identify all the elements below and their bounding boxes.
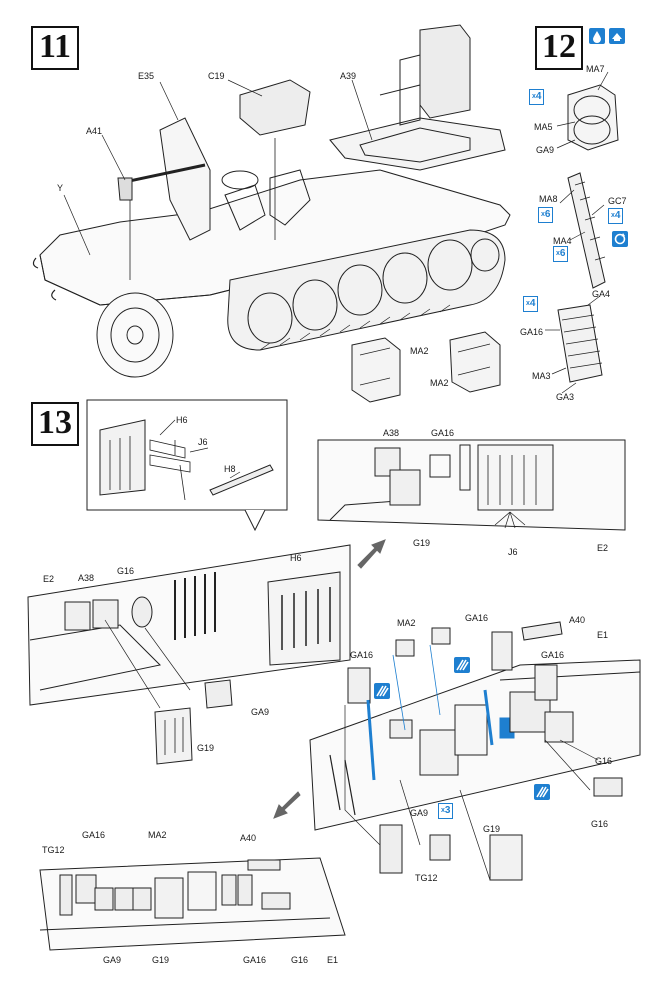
label-ma5: MA5 xyxy=(534,122,553,132)
label-j6-upper: J6 xyxy=(508,547,518,557)
label-h6-lower: H6 xyxy=(290,553,302,563)
quantity-badge-ma8: x6 xyxy=(538,207,554,223)
label-ma2-b: MA2 xyxy=(430,378,449,388)
label-h8: H8 xyxy=(224,464,236,474)
label-g16-right-b: G16 xyxy=(591,819,609,829)
rotate-icon xyxy=(612,231,628,247)
label-ga9-step12: GA9 xyxy=(536,145,555,155)
label-g16-lower: G16 xyxy=(117,566,135,576)
label-ma2-right: MA2 xyxy=(397,618,416,628)
label-e2-lower: E2 xyxy=(43,574,55,584)
quantity-badge-ma4: x6 xyxy=(553,246,569,262)
label-a40-bottom: A40 xyxy=(240,833,257,843)
label-a39: A39 xyxy=(340,71,357,81)
label-ma4: MA4 xyxy=(553,236,572,246)
label-ga16-right-a: GA16 xyxy=(465,613,489,623)
label-ga16-right-c: GA16 xyxy=(541,650,565,660)
cement-drop-icon xyxy=(589,28,605,44)
label-g19-bottom: G19 xyxy=(152,955,170,965)
label-ga16-right-b: GA16 xyxy=(350,650,374,660)
direction-arrow-downleft xyxy=(273,791,301,819)
paint-stripe-icon xyxy=(454,657,470,673)
label-ma8: MA8 xyxy=(539,194,558,204)
step-13-number: 13 xyxy=(31,402,79,446)
step12-parts xyxy=(351,71,619,403)
shell-rack-inset xyxy=(99,419,274,501)
label-ma7: MA7 xyxy=(586,64,605,74)
label-e35: E35 xyxy=(138,71,155,81)
label-e2-upper: E2 xyxy=(597,543,609,553)
paint-stripe-icon xyxy=(534,784,550,800)
label-ga4: GA4 xyxy=(592,289,611,299)
label-ga16-bottom-b: GA16 xyxy=(243,955,267,965)
label-a40-right: A40 xyxy=(569,615,586,625)
direction-arrow-upright xyxy=(357,539,386,569)
paint-stripe-icon xyxy=(374,683,390,699)
label-g16-bottom: G16 xyxy=(291,955,309,965)
quantity-badge-ga9: x3 xyxy=(438,803,454,819)
label-gc7: GC7 xyxy=(608,196,627,206)
label-ga16-upper: GA16 xyxy=(431,428,455,438)
label-j6-inset: J6 xyxy=(198,437,208,447)
halftrack-body xyxy=(32,24,511,378)
label-e1-right: E1 xyxy=(597,630,609,640)
label-ga16-bottom-a: GA16 xyxy=(82,830,106,840)
label-y: Y xyxy=(57,183,64,193)
side-panel-e1 xyxy=(309,621,641,881)
label-ma2-a: MA2 xyxy=(410,346,429,356)
label-tg12-right: TG12 xyxy=(415,873,438,883)
label-a38-lower: A38 xyxy=(78,573,95,583)
side-panel-e2-lower xyxy=(27,544,351,765)
label-ga9-bottom: GA9 xyxy=(103,955,122,965)
quantity-badge-ma7: x4 xyxy=(529,89,545,105)
label-ga16-step12: GA16 xyxy=(520,327,544,337)
quantity-badge-ga4: x4 xyxy=(523,296,539,312)
label-a38-upper: A38 xyxy=(383,428,400,438)
bottom-panel-e1 xyxy=(39,857,346,951)
label-g16-right-a: G16 xyxy=(595,756,613,766)
label-ga3: GA3 xyxy=(556,392,575,402)
label-h6-inset: H6 xyxy=(176,415,188,425)
label-c19: C19 xyxy=(208,71,225,81)
label-ga9-right: GA9 xyxy=(410,808,429,818)
side-panel-e2-upper xyxy=(317,439,626,531)
label-ga9-lower: GA9 xyxy=(251,707,270,717)
paint-icon xyxy=(609,28,625,44)
label-g19-lower: G19 xyxy=(197,743,215,753)
label-g19-right: G19 xyxy=(483,824,501,834)
step-12-number: 12 xyxy=(535,26,583,70)
label-ma3: MA3 xyxy=(532,371,551,381)
label-tg12-bottom: TG12 xyxy=(42,845,65,855)
label-a41: A41 xyxy=(86,126,103,136)
label-ma2-bottom: MA2 xyxy=(148,830,167,840)
label-g19-upper: G19 xyxy=(413,538,431,548)
step-11-number: 11 xyxy=(31,26,79,70)
label-e1-bottom: E1 xyxy=(327,955,339,965)
quantity-badge-gc7: x4 xyxy=(608,208,624,224)
leader-lines-step11 xyxy=(63,79,373,256)
